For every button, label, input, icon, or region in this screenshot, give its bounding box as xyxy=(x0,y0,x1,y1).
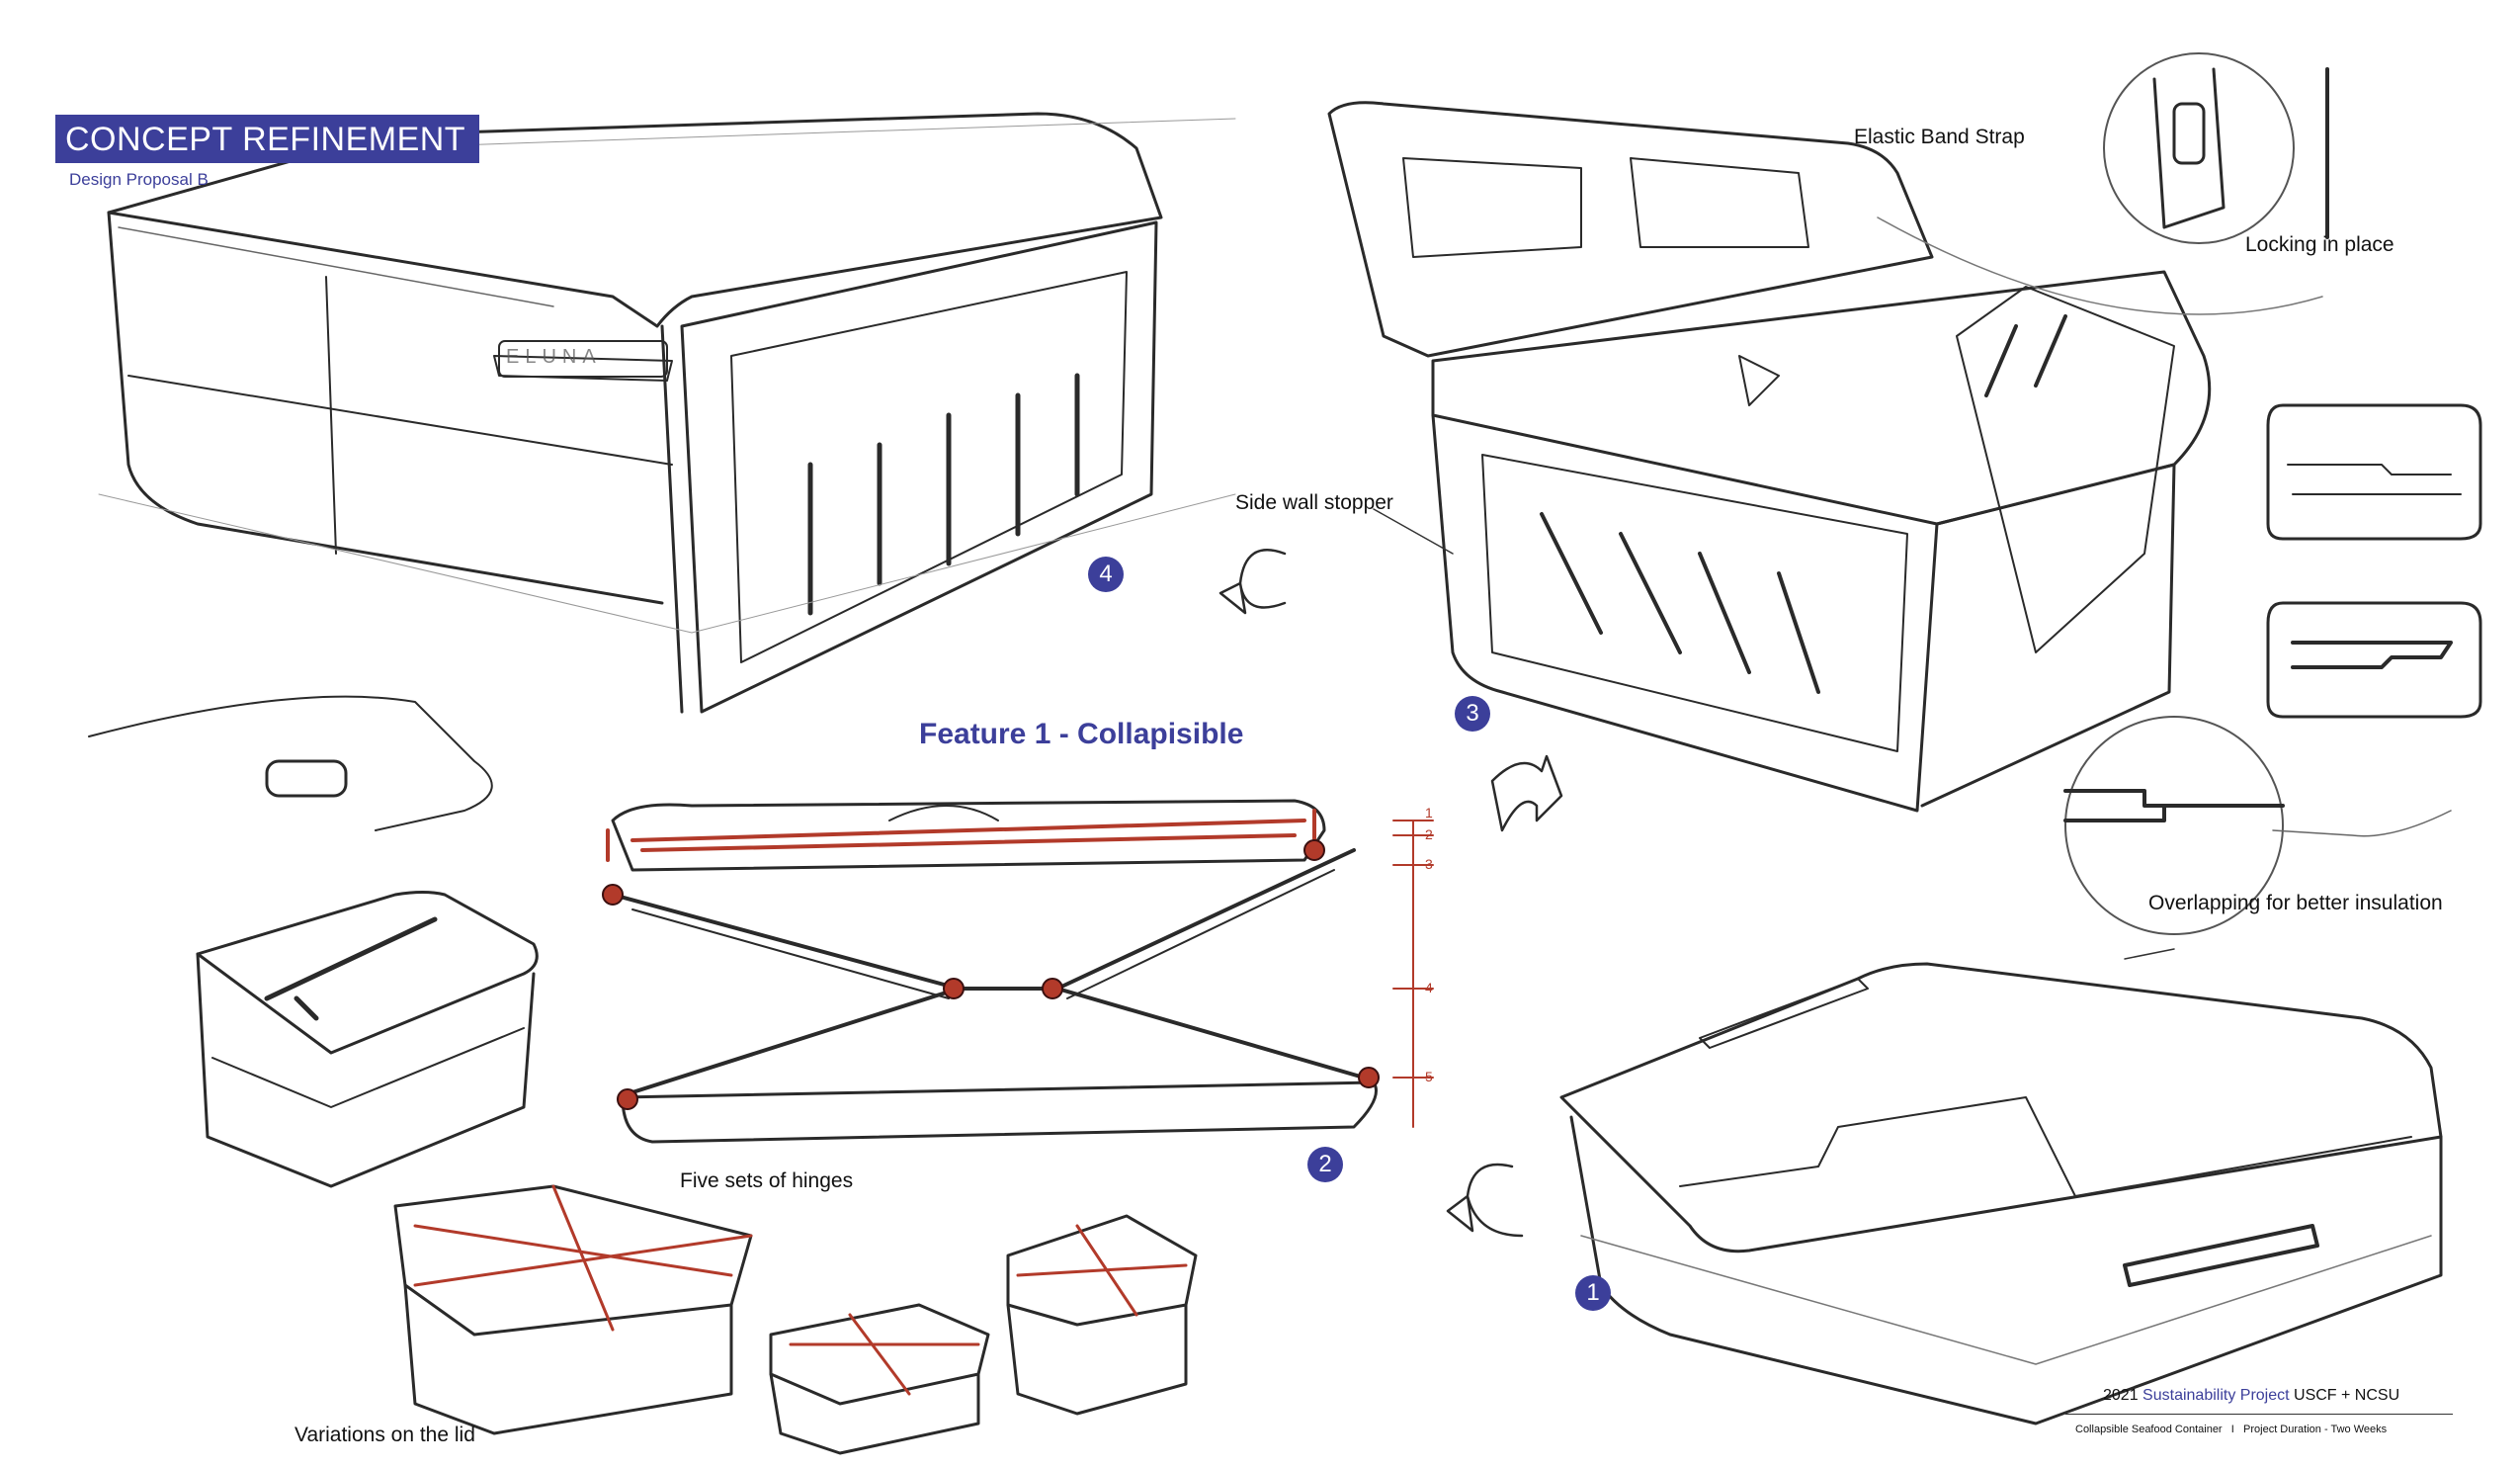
lid-variation-red-straps xyxy=(413,1184,1188,1396)
page-subtitle: Design Proposal B xyxy=(69,170,209,189)
scale-mark-3: 3 xyxy=(1425,856,1433,872)
footer-project: Sustainability Project xyxy=(2142,1387,2290,1404)
lid-variation-sketches xyxy=(393,1184,1198,1455)
open-container-sketch xyxy=(1327,101,2212,813)
step-badge-2: 2 xyxy=(1307,1147,1343,1182)
label-side-wall-stopper: Side wall stopper xyxy=(1235,491,1393,514)
scale-mark-1: 1 xyxy=(1425,805,1433,821)
scale-mark-5: 5 xyxy=(1425,1069,1433,1084)
footer-year: 2021 xyxy=(2103,1387,2139,1404)
footer-duration: Project Duration - Two Weeks xyxy=(2243,1424,2388,1435)
label-locking-in-place: Locking in place xyxy=(2245,233,2394,256)
strap-detail-circle xyxy=(1877,52,2329,315)
scale-mark-2: 2 xyxy=(1425,826,1433,842)
hinge-diagram-sketch xyxy=(611,799,1434,1144)
footer-project-line: 2021 Sustainability Project USCF + NCSU xyxy=(2103,1387,2399,1405)
lid-profile-studies xyxy=(2266,403,2482,719)
step-badge-4: 4 xyxy=(1088,557,1124,592)
overlap-detail-circle xyxy=(2063,716,2452,935)
footer-partners: USCF + NCSU xyxy=(2294,1387,2400,1404)
footer-product: Collapsible Seafood Container xyxy=(2075,1424,2223,1435)
hinge-pivots xyxy=(602,839,1380,1110)
small-container-sketch-left xyxy=(88,695,539,1188)
feature-title: Feature 1 - Collapisible xyxy=(919,718,1244,750)
label-overlapping-insulation: Overlapping for better insulation xyxy=(2148,892,2443,914)
rotate-arrows xyxy=(1218,549,1563,1238)
step-badge-3: 3 xyxy=(1455,696,1490,732)
footer-separator: I xyxy=(2230,1424,2234,1435)
page-title: CONCEPT REFINEMENT xyxy=(55,115,480,163)
step-badge-1: 1 xyxy=(1575,1275,1611,1311)
callout-lines xyxy=(1373,508,2175,960)
label-five-sets-of-hinges: Five sets of hinges xyxy=(680,1169,854,1192)
lid-emboss-logo xyxy=(498,340,668,378)
footer-details-line: Collapsible Seafood Container I Project … xyxy=(2075,1424,2387,1435)
footer-divider xyxy=(2065,1414,2453,1415)
lid-emboss-text: ELUNA xyxy=(506,346,602,368)
collapsed-container-sketch xyxy=(1559,962,2443,1426)
scale-mark-4: 4 xyxy=(1425,980,1433,995)
hinge-red-markings xyxy=(606,809,1316,862)
label-variations-on-lid: Variations on the lid xyxy=(294,1424,475,1446)
closed-container-sketch xyxy=(78,112,1236,714)
label-elastic-band-strap: Elastic Band Strap xyxy=(1854,126,2025,148)
